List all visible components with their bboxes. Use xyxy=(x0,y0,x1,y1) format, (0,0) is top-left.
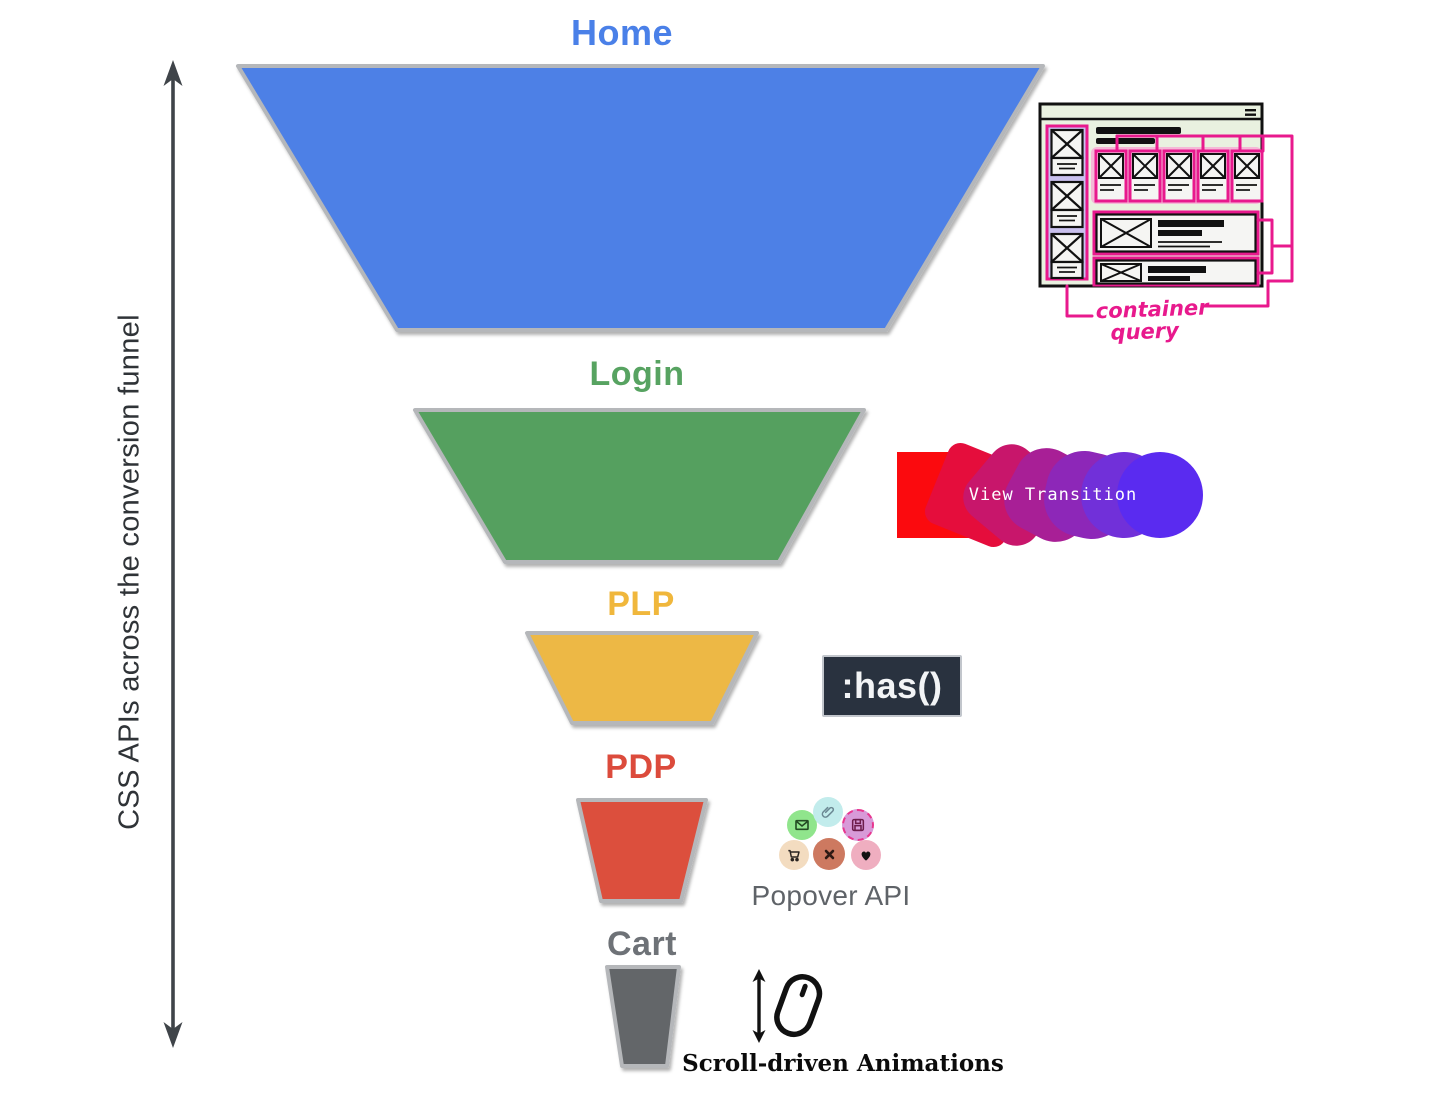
svg-text:query: query xyxy=(1110,318,1180,344)
funnel-stage-plp xyxy=(525,631,759,725)
save-icon xyxy=(842,809,874,841)
mouse-body xyxy=(774,974,823,1038)
container-query-illustration: container query xyxy=(1038,102,1294,345)
container-query-label: container query xyxy=(1095,295,1210,344)
view-transition-label: View Transition xyxy=(968,485,1138,505)
stage-label-login: Login xyxy=(589,355,685,393)
mockup-heading-bars xyxy=(1096,127,1181,144)
scroll-driven-label: Scroll-driven Animations xyxy=(682,1050,1004,1077)
stage-label-home: Home xyxy=(570,12,674,53)
scroll-mouse-icon xyxy=(752,969,823,1043)
heart-icon xyxy=(851,840,881,870)
mockup-card-row xyxy=(1094,149,1264,203)
funnel-stage-cart xyxy=(605,965,681,1068)
has-selector-label: :has() xyxy=(841,665,943,706)
stage-label-cart: Cart xyxy=(606,925,678,963)
hamburger-icon xyxy=(1245,109,1256,116)
updown-arrow-icon xyxy=(752,969,766,1043)
view-transition-annotation: View Transition xyxy=(895,434,1207,556)
paperclip-icon xyxy=(813,797,843,827)
stage-label-pdp: PDP xyxy=(605,748,677,786)
morph-shape-7 xyxy=(1117,452,1203,538)
funnel-stage-home xyxy=(236,64,1045,332)
cart-icon xyxy=(779,840,809,870)
popover-icon-cluster xyxy=(770,795,900,875)
container-query-connectors xyxy=(1065,134,1294,318)
funnel-stage-pdp xyxy=(576,798,708,903)
has-selector-badge: :has() xyxy=(822,655,962,717)
mockup-media-cards xyxy=(1092,210,1260,287)
popover-api-label: Popover API xyxy=(751,880,911,911)
funnel-stage-login xyxy=(413,408,866,564)
vertical-double-arrow xyxy=(163,60,183,1048)
close-icon xyxy=(813,838,845,870)
svg-text:container: container xyxy=(1095,295,1210,323)
email-icon xyxy=(787,810,817,840)
stage-label-plp: PLP xyxy=(607,585,675,623)
sidebar-cards xyxy=(1050,128,1084,280)
